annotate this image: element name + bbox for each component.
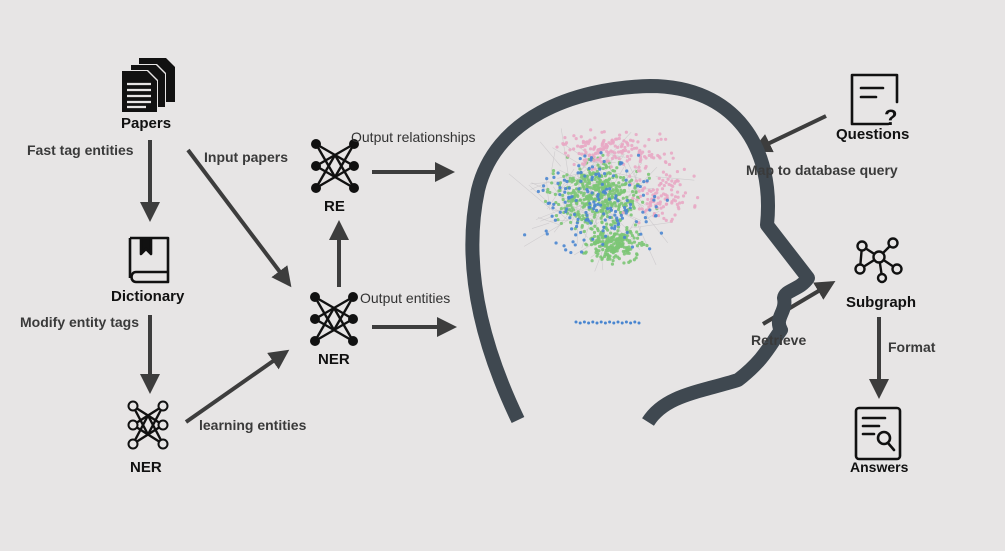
input-papers-label: Input papers bbox=[204, 149, 289, 165]
book-icon bbox=[128, 236, 170, 284]
map-to-database-query-label: Map to database query bbox=[746, 162, 898, 178]
retrieve-label: Retrieve bbox=[751, 332, 807, 348]
arrows bbox=[140, 114, 889, 424]
documents-icon bbox=[121, 58, 175, 113]
learning-entities-label: learning entities bbox=[199, 417, 307, 433]
ner-small-label: NER bbox=[130, 459, 162, 476]
output-relationships-label: Output relationships bbox=[351, 129, 476, 145]
arrow-ner-to-ner-main bbox=[184, 349, 290, 424]
arrow-questions-to-head bbox=[751, 114, 827, 153]
fast-tag-entities-label: Fast tag entities bbox=[27, 142, 134, 158]
report-search-icon bbox=[854, 406, 902, 461]
dictionary-label: Dictionary bbox=[111, 288, 185, 305]
papers-label: Papers bbox=[121, 115, 172, 132]
arrow-papers-to-ner-main bbox=[186, 148, 292, 288]
head-silhouette-icon bbox=[465, 79, 815, 427]
knowledge-graph-cloud bbox=[508, 128, 700, 325]
head-outline bbox=[465, 79, 815, 427]
neural-network-icon bbox=[127, 400, 169, 450]
graph-icon bbox=[854, 237, 903, 284]
ner-main-label: NER bbox=[318, 351, 350, 368]
question-note-icon: ? bbox=[850, 73, 899, 130]
format-label: Format bbox=[888, 339, 936, 355]
subgraph-label: Subgraph bbox=[846, 294, 916, 311]
answers-label: Answers bbox=[850, 459, 909, 475]
modify-entity-tags-label: Modify entity tags bbox=[20, 314, 140, 330]
neural-network-icon bbox=[311, 139, 359, 193]
svg-text:?: ? bbox=[884, 105, 897, 130]
output-entities-label: Output entities bbox=[360, 290, 451, 306]
questions-label: Questions bbox=[836, 126, 910, 143]
neural-network-icon bbox=[310, 292, 358, 346]
re-label: RE bbox=[324, 198, 345, 215]
